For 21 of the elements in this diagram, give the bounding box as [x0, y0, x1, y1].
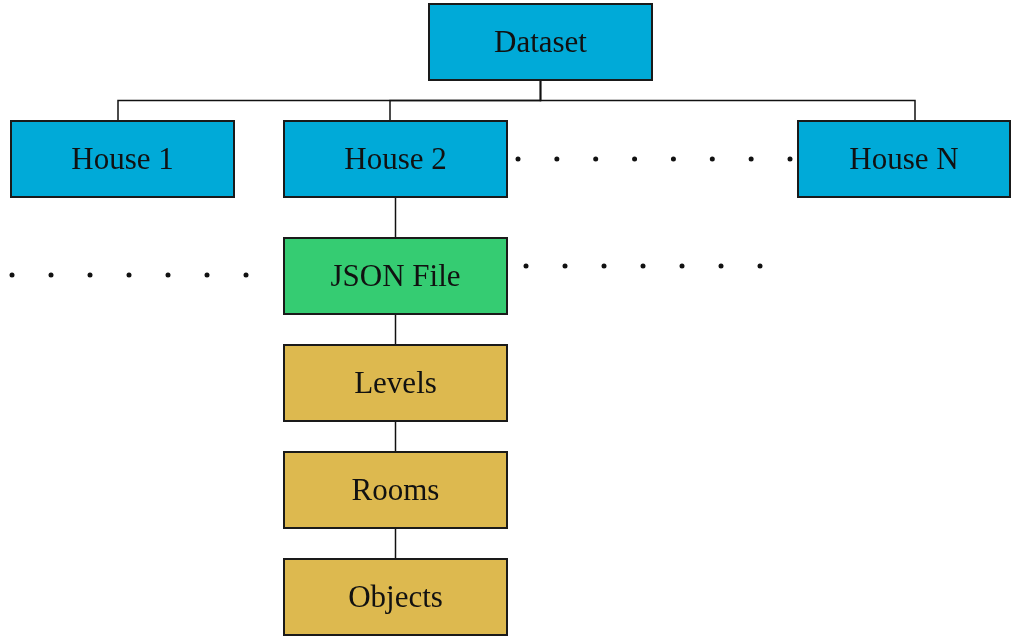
- hierarchy-box: [10, 120, 235, 198]
- hierarchy-box: [283, 344, 508, 422]
- box-label: House 1: [71, 141, 174, 177]
- connector-line: [539, 80, 916, 121]
- hierarchy-box: [283, 451, 508, 529]
- hierarchy-box: [428, 3, 653, 81]
- hierarchy-box: [283, 120, 508, 198]
- box-label: Objects: [348, 579, 443, 615]
- box-label: Dataset: [494, 24, 587, 60]
- box-label: House 2: [344, 141, 447, 177]
- box-label: House N: [849, 141, 959, 177]
- hierarchy-box: [797, 120, 1011, 198]
- connector-line: [394, 314, 397, 345]
- connector-line: [394, 197, 397, 238]
- connector-line: [394, 528, 397, 559]
- box-label: JSON File: [330, 258, 461, 294]
- hierarchy-box: [283, 237, 508, 315]
- connector-line: [394, 421, 397, 452]
- box-label: Levels: [354, 365, 437, 401]
- box-label: Rooms: [351, 472, 440, 508]
- hierarchy-box: [283, 558, 508, 636]
